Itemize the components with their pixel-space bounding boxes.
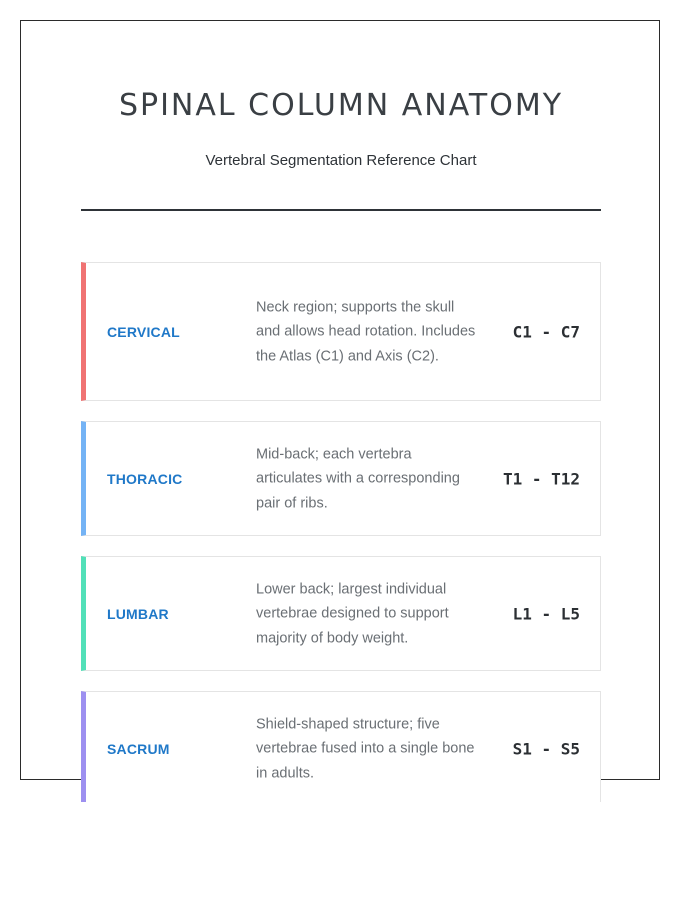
region-description: Mid-back; each vertebra articulates with… xyxy=(256,445,460,511)
region-name: CERVICAL xyxy=(107,323,180,340)
region-name: SACRUM xyxy=(107,740,170,757)
header-divider xyxy=(81,209,601,211)
region-name: LUMBAR xyxy=(107,605,169,622)
region-range: T1 - T12 xyxy=(502,469,580,488)
region-list: CERVICAL Neck region; supports the skull… xyxy=(81,262,601,802)
region-card-cervical: CERVICAL Neck region; supports the skull… xyxy=(81,262,601,401)
region-card-lumbar: LUMBAR Lower back; largest individual ve… xyxy=(81,556,601,671)
region-card-sacrum: SACRUM Shield-shaped structure; five ver… xyxy=(81,691,601,802)
region-range: L1 - L5 xyxy=(512,604,580,623)
page-subtitle: Vertebral Segmentation Reference Chart xyxy=(205,152,477,169)
region-name: THORACIC xyxy=(107,470,183,487)
region-description: Shield-shaped structure; five vertebrae … xyxy=(256,715,475,781)
page-title: SPINAL COLUMN ANATOMY xyxy=(118,88,564,123)
region-range: S1 - S5 xyxy=(512,739,580,758)
region-description: Neck region; supports the skull and allo… xyxy=(256,298,476,364)
region-range: C1 - C7 xyxy=(512,322,580,341)
region-description: Lower back; largest individual vertebrae… xyxy=(256,580,449,646)
region-card-thoracic: THORACIC Mid-back; each vertebra articul… xyxy=(81,421,601,536)
document-content: SPINAL COLUMN ANATOMY Vertebral Segmenta… xyxy=(81,0,601,900)
